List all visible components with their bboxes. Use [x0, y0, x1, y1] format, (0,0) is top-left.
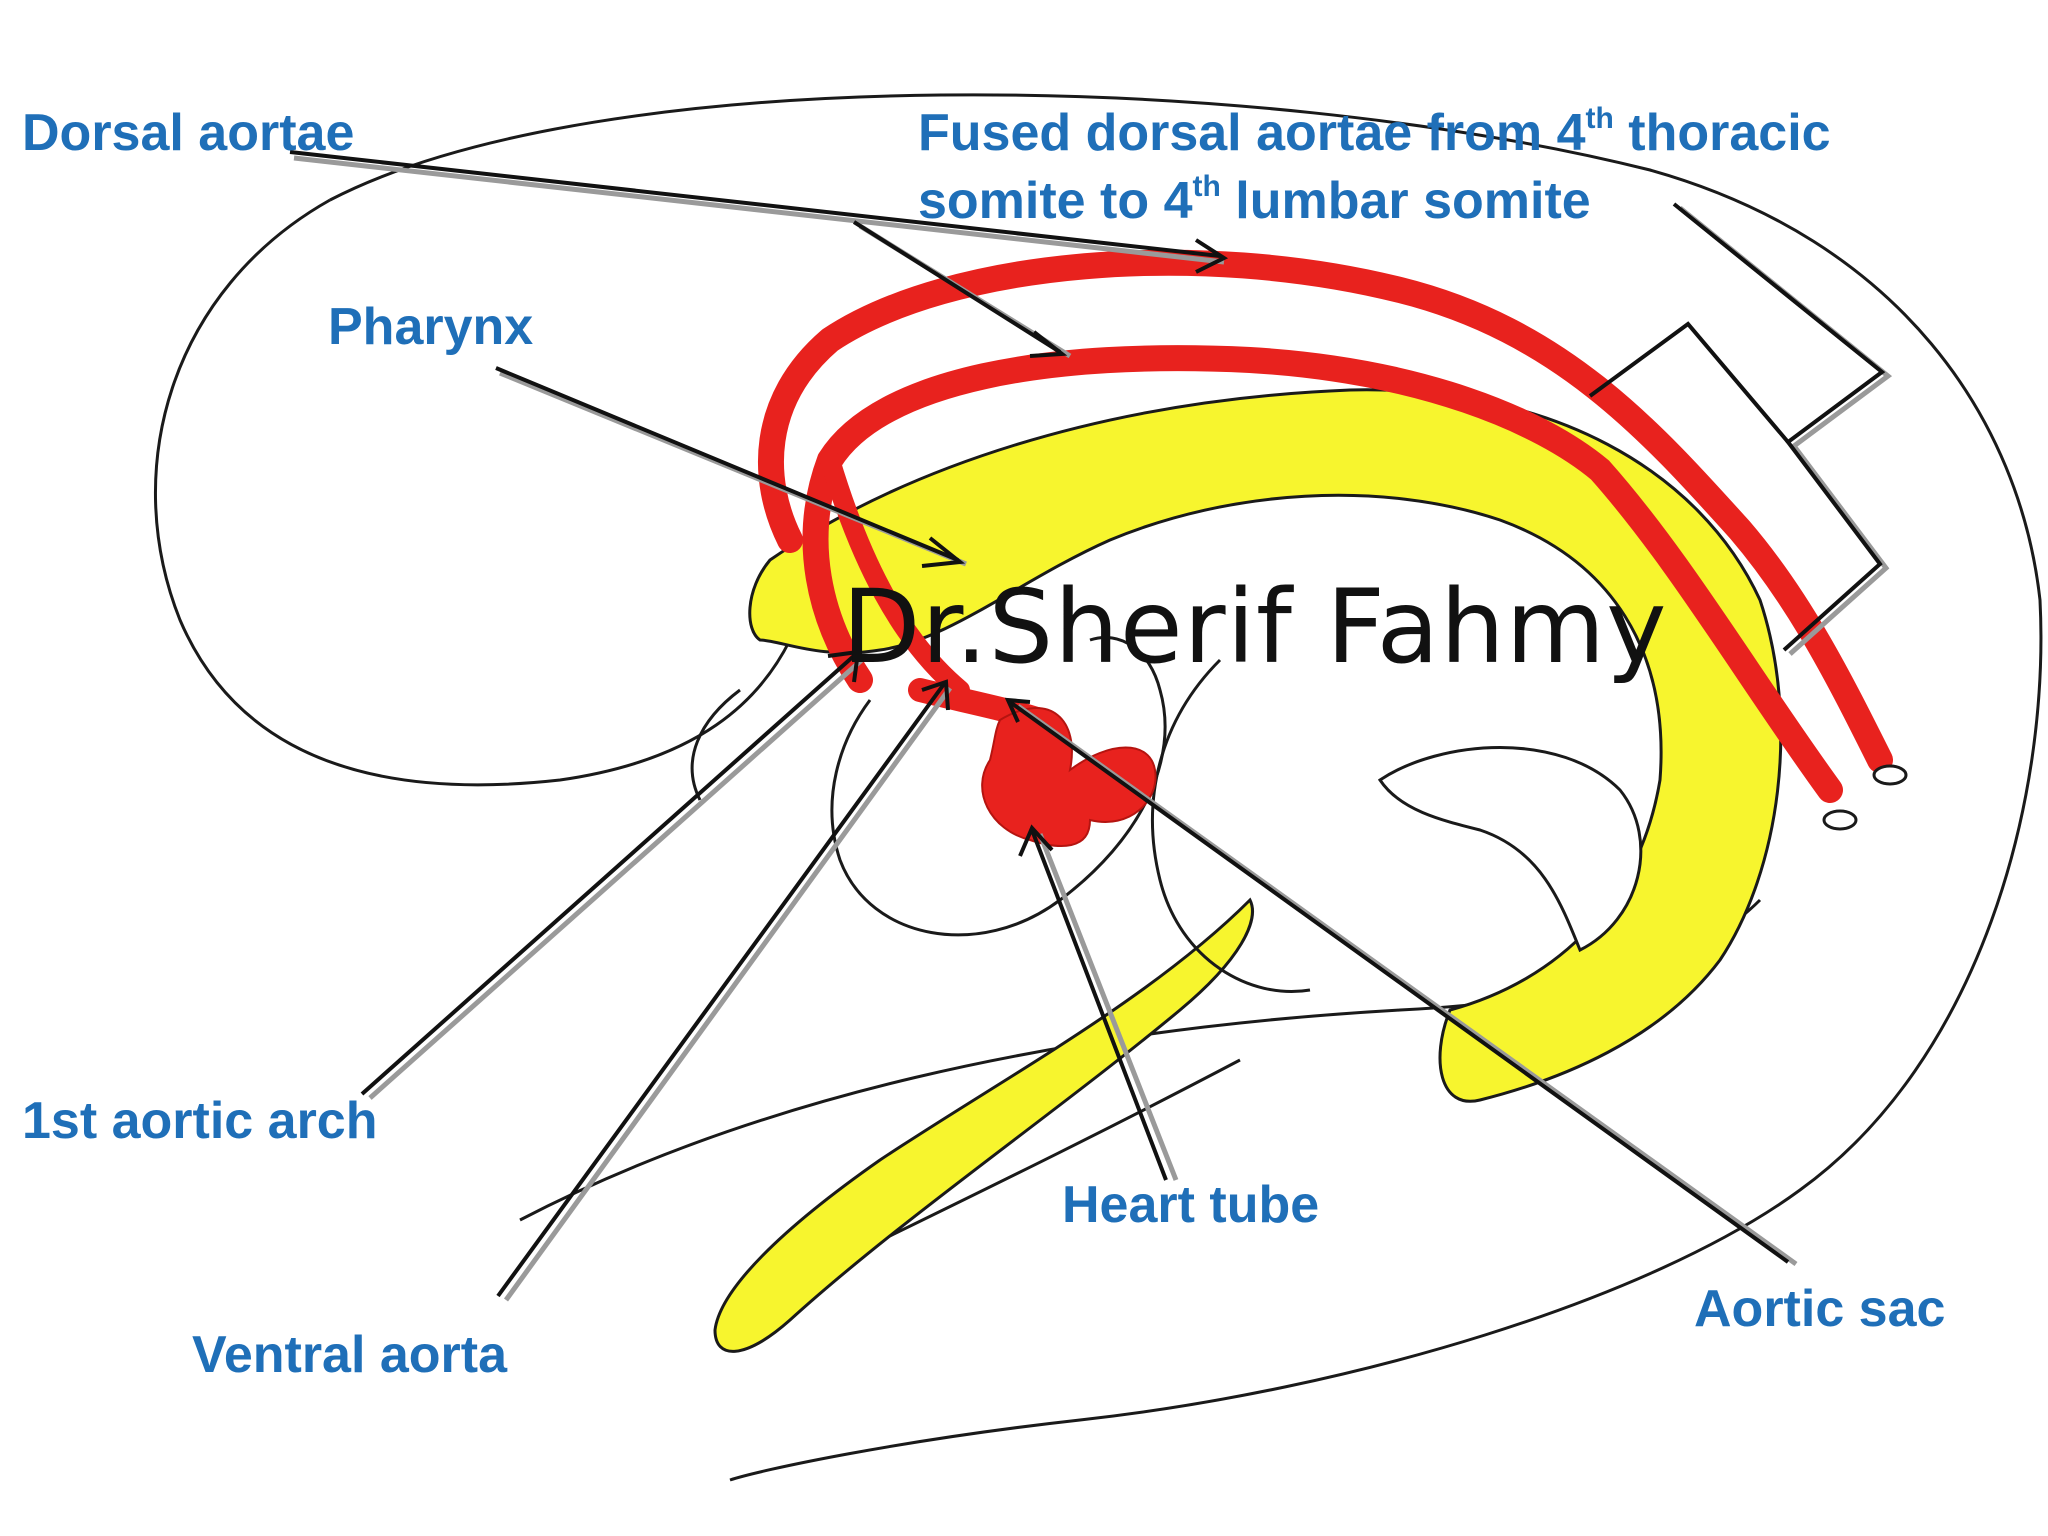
label-fused-line-2-sup: th	[1192, 169, 1221, 203]
heart-tube-leader	[1030, 829, 1168, 1181]
vessel-opening-1	[1872, 764, 1908, 786]
author-watermark: Dr.Sherif Fahmy	[842, 568, 1668, 687]
heart-tube-shape	[981, 707, 1157, 847]
label-fused-line-1: Fused dorsal aortae from 4th thoracic	[918, 100, 1831, 168]
ventral-aorta-leader	[496, 682, 946, 1298]
gut-tube	[748, 388, 1783, 1103]
arrow-head-fused	[1029, 330, 1068, 358]
first-aortic-arch-leader	[360, 652, 858, 1096]
head-fold-outline	[154, 198, 792, 787]
label-fused-line-1-sup: th	[1585, 102, 1614, 135]
label-first-aortic-arch-text: 1st aortic arch	[22, 1092, 378, 1150]
arrow-head-heart-tube	[1018, 824, 1054, 857]
oral-outline	[690, 688, 741, 801]
label-first-aortic-arch: 1st aortic arch	[22, 1088, 378, 1156]
pharynx-leader	[495, 366, 959, 562]
label-fused-line-2-end: lumbar somite	[1220, 171, 1591, 230]
arrow-head-aortic-sac	[1004, 697, 1031, 723]
label-fused-line-2-text: somite to 4	[918, 171, 1193, 230]
label-pharynx: Pharynx	[328, 294, 533, 362]
label-fused-line-1-end: thoracic	[1613, 104, 1831, 162]
label-heart-tube-text: Heart tube	[1062, 1176, 1320, 1234]
label-pharynx-text: Pharynx	[328, 298, 534, 356]
arrow-head-ventral-aorta	[921, 679, 950, 711]
septum-outline	[1151, 658, 1311, 993]
label-dorsal-aortae: Dorsal aortae	[22, 100, 354, 168]
yolk-stalk	[713, 897, 1254, 1353]
label-ventral-aorta-text: Ventral aorta	[192, 1326, 508, 1384]
fused-dorsal-aortae-leader	[852, 220, 1062, 354]
label-fused-line-2: somite to 4th lumbar somite	[918, 168, 1831, 236]
aortic-sac-leader	[1008, 700, 1790, 1264]
label-aortic-sac-text: Aortic sac	[1694, 1280, 1946, 1338]
pericardial-outline	[830, 635, 1167, 937]
label-aortic-sac: Aortic sac	[1694, 1276, 1945, 1344]
label-fused-line-1-text: Fused dorsal aortae from 4	[918, 104, 1586, 162]
label-heart-tube: Heart tube	[1062, 1172, 1319, 1240]
label-fused-dorsal-aortae: Fused dorsal aortae from 4th thoracic so…	[918, 100, 1831, 235]
fused-region-bracket-arm	[1588, 321, 1790, 444]
arrow-head-pharynx	[921, 536, 966, 568]
lower-dorsal-aorta	[802, 345, 1843, 803]
label-dorsal-aortae-text: Dorsal aortae	[22, 104, 355, 162]
dorsal-aortae-leader	[289, 150, 1221, 258]
embryo-outline	[329, 93, 2043, 1482]
arrow-head-dorsal-aortae	[1194, 238, 1229, 274]
arrow-heads	[827, 238, 1229, 857]
vessel-opening-2	[1822, 809, 1858, 831]
arrow-head-first-arch	[827, 649, 861, 683]
label-ventral-aorta: Ventral aorta	[192, 1322, 507, 1390]
first-aortic-arch-vessel	[820, 450, 970, 700]
upper-dorsal-aorta	[758, 249, 1893, 773]
gut-inner-loop	[1377, 746, 1643, 953]
leader-lines	[289, 150, 1790, 1298]
